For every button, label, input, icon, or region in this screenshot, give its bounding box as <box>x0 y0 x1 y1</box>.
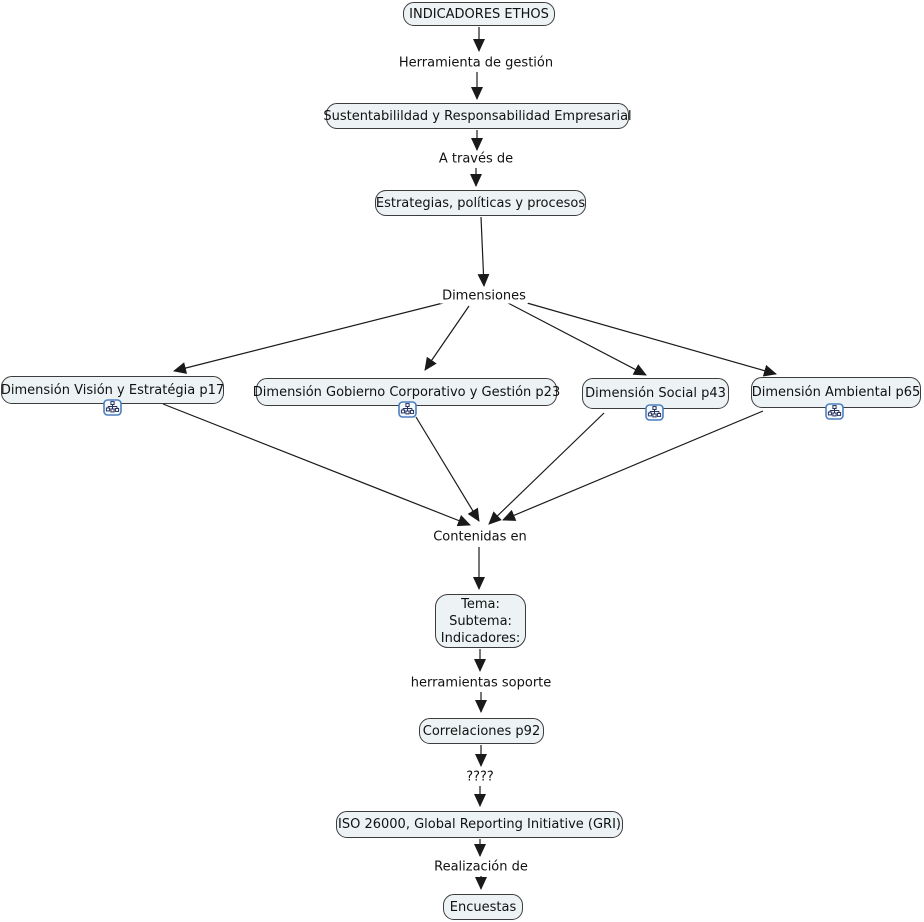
concept-map-icon[interactable] <box>398 401 417 418</box>
linking-phrase-dimensiones[interactable]: Dimensiones <box>440 288 528 304</box>
linking-phrase-interrogantes[interactable]: ???? <box>464 769 496 785</box>
linking-phrase-contenidas[interactable]: Contenidas en <box>431 529 529 545</box>
node-encuestas[interactable]: Encuestas <box>443 894 523 920</box>
concept-map-icon[interactable] <box>645 404 664 421</box>
node-indicadores-ethos[interactable]: INDICADORES ETHOS <box>403 2 555 26</box>
subtema-line: Subtema: <box>449 613 512 629</box>
linking-phrase-realizacion[interactable]: Realización de <box>432 859 530 875</box>
node-correlaciones[interactable]: Correlaciones p92 <box>419 718 544 744</box>
concept-map-icon[interactable] <box>825 403 844 420</box>
node-estrategias[interactable]: Estrategias, políticas y procesos <box>375 190 586 216</box>
tema-line: Tema: <box>461 596 500 612</box>
concept-map-icon[interactable] <box>103 399 122 416</box>
linking-phrase-herramientas-soporte[interactable]: herramientas soporte <box>408 675 554 691</box>
node-dimension-social[interactable]: Dimensión Social p43 <box>582 378 729 409</box>
indicadores-line: Indicadores: <box>440 630 521 646</box>
linking-phrase-herramienta[interactable]: Herramienta de gestión <box>396 55 556 71</box>
node-tema-subtema-indicadores[interactable]: Tema: Subtema: Indicadores: <box>435 594 526 648</box>
node-dimension-ambiental[interactable]: Dimensión Ambiental p65 <box>751 377 921 408</box>
linking-phrase-a-traves[interactable]: A través de <box>436 151 516 167</box>
node-sustentabilidad[interactable]: Sustentabilildad y Responsabilidad Empre… <box>323 103 632 129</box>
node-iso-gri[interactable]: ISO 26000, Global Reporting Initiative (… <box>336 811 623 838</box>
